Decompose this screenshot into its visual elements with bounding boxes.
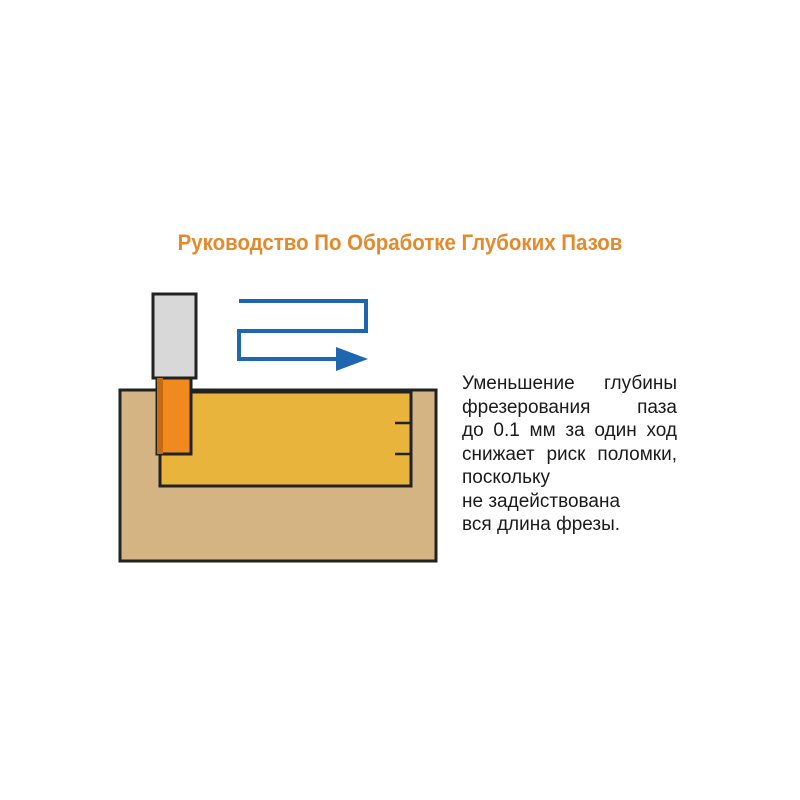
caption-line: фрезерования паза	[462, 396, 677, 418]
tool-shank	[151, 292, 198, 380]
diagram-title: Руководство По Обработке Глубоких Пазов	[177, 230, 623, 255]
caption-line: снижает риск поломки,	[462, 443, 677, 465]
caption-text: Уменьшение глубины фрезерования паза до …	[462, 372, 677, 537]
caption-line: не задействована	[462, 490, 621, 512]
caption-line: до 0.1 мм за один ход	[462, 420, 677, 441]
groove	[158, 390, 413, 488]
caption-line: вся длина фрезы.	[462, 514, 621, 535]
tool-cutter-edge	[157, 378, 163, 454]
toolpath-arrow	[237, 299, 368, 361]
arrow-head-icon	[336, 347, 368, 371]
caption-line: поскольку	[462, 467, 551, 488]
caption-line: Уменьшение глубины	[462, 373, 677, 394]
